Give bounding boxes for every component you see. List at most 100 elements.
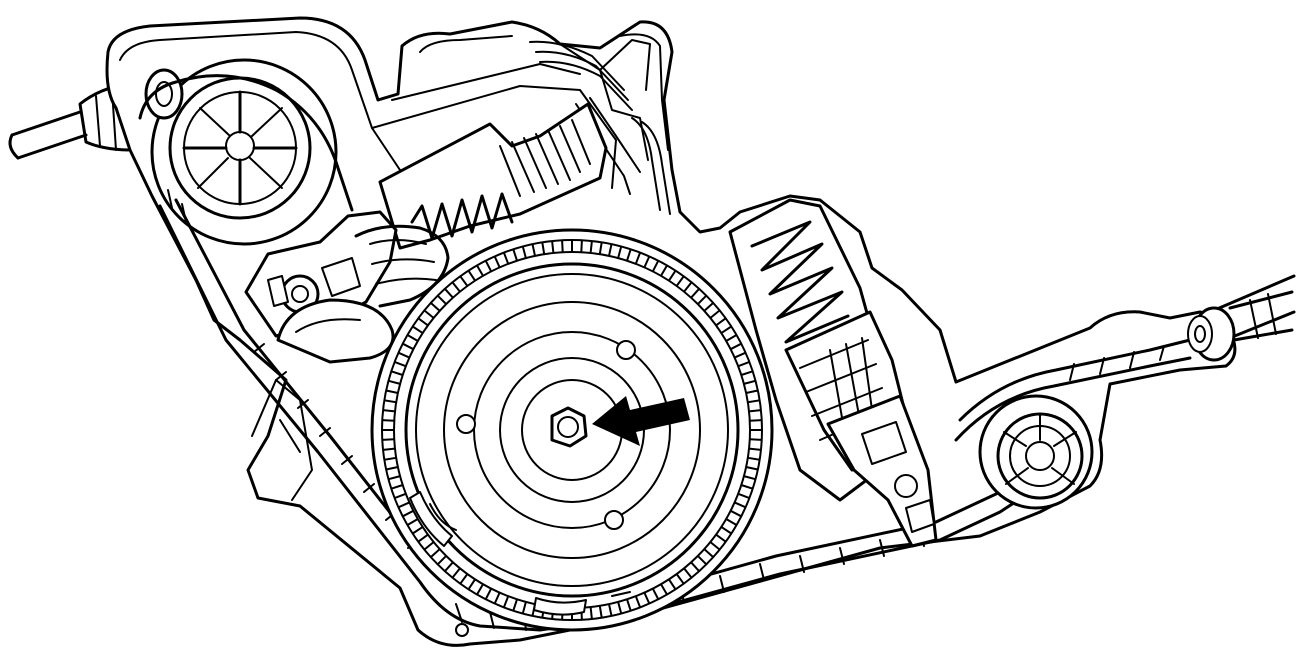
- pulley-tooth: [749, 438, 762, 441]
- mounting-hole: [455, 623, 469, 637]
- pulley-tooth: [651, 260, 660, 272]
- pulley-tooth: [406, 518, 419, 526]
- pulley-tooth: [394, 492, 407, 500]
- pulley-tooth: [502, 252, 510, 265]
- pulley-tooth: [749, 419, 762, 422]
- pulley-tooth: [417, 317, 429, 327]
- upper-tensioner: [378, 102, 608, 250]
- pulley-tooth: [643, 592, 651, 605]
- right-rod-bolt: [1187, 306, 1236, 362]
- pulley-tooth: [382, 409, 396, 413]
- pulley-tooth: [412, 325, 424, 334]
- pulley-tooth: [734, 351, 747, 359]
- pulley-tooth: [397, 501, 410, 509]
- pulley-tooth: [709, 541, 721, 551]
- pulley-tooth: [720, 325, 732, 334]
- pulley-tooth: [390, 370, 404, 376]
- pulley-tooth: [412, 526, 424, 535]
- pulley-tooth: [531, 243, 536, 257]
- upper-left-pulley: [150, 58, 338, 246]
- pulley-tooth: [660, 264, 668, 277]
- pulley-tooth: [715, 317, 727, 327]
- pulley-tooth: [745, 466, 759, 471]
- crankshaft-pulley-teeth: [382, 240, 762, 620]
- pulley-tooth: [384, 456, 397, 461]
- pulley-tooth: [617, 246, 623, 259]
- pulley-tooth: [737, 360, 750, 368]
- pulley-tooth: [467, 578, 476, 590]
- pulley-tooth: [394, 360, 407, 368]
- pulley-tooth: [740, 370, 754, 376]
- pulley-tooth: [683, 567, 693, 579]
- crankshaft-pulley: [370, 228, 774, 632]
- pulley-tooth: [384, 399, 397, 404]
- pulley-tooth: [617, 601, 623, 614]
- pulley-tooth: [737, 492, 750, 500]
- pulley-tooth: [725, 518, 738, 526]
- pulley-tooth: [397, 351, 410, 359]
- pulley-tooth: [747, 399, 760, 404]
- pulley-tooth: [385, 466, 399, 471]
- pulley-tooth: [715, 533, 727, 543]
- pulley-tooth: [668, 578, 677, 590]
- pulley-tooth: [740, 484, 754, 490]
- pulley-tooth: [730, 342, 742, 351]
- pulley-tooth: [512, 598, 518, 612]
- pulley-tooth: [476, 583, 484, 596]
- left-idler-pulley: [276, 298, 395, 364]
- pulley-tooth: [561, 240, 564, 253]
- pulley-tooth: [651, 588, 660, 600]
- pulley-tooth: [697, 555, 708, 566]
- pulley-tooth: [451, 281, 461, 293]
- pulley-tooth: [436, 294, 447, 305]
- pulley-tooth: [608, 243, 613, 257]
- pulley-tooth: [634, 595, 642, 608]
- pulley-tooth: [580, 240, 583, 253]
- pulley-tooth: [725, 334, 738, 342]
- pulley-tooth: [521, 246, 527, 259]
- pulley-tooth: [683, 281, 693, 293]
- pulley-tooth: [451, 567, 461, 579]
- pulley-tooth: [484, 588, 493, 600]
- pulley-tooth: [444, 561, 454, 572]
- pulley-tooth: [748, 409, 762, 413]
- pulley-tooth: [493, 592, 501, 605]
- pulley-tooth: [634, 252, 642, 265]
- pulley-tooth: [444, 288, 454, 299]
- pulley-tooth: [643, 255, 651, 268]
- pulley-tooth: [382, 438, 395, 441]
- pulley-tooth: [709, 309, 721, 319]
- pulley-tooth: [476, 264, 484, 277]
- pulley-tooth: [720, 526, 732, 535]
- pulley-tooth: [626, 248, 632, 262]
- pulley-tooth: [385, 389, 399, 394]
- pulley-tooth: [626, 598, 632, 612]
- pulley-tooth: [703, 302, 714, 312]
- pulley-tooth: [388, 379, 401, 385]
- pulley-tooth: [734, 501, 747, 509]
- pulley-tooth: [423, 309, 435, 319]
- pulley-tooth: [430, 548, 441, 558]
- crankshaft-pulley-bolt: [550, 406, 588, 448]
- pulley-tooth: [747, 456, 760, 461]
- pulley-tooth: [541, 242, 546, 255]
- pulley-tooth: [598, 605, 603, 618]
- pulley-tooth: [703, 548, 714, 558]
- pulley-tooth: [382, 419, 395, 422]
- pulley-tooth: [459, 275, 469, 287]
- pulley-tooth: [423, 541, 435, 551]
- pulley-tooth: [551, 240, 555, 254]
- pulley-tooth: [388, 475, 401, 481]
- pulley-tooth: [743, 379, 756, 385]
- pulley-tooth: [406, 334, 419, 342]
- pulley-tooth: [675, 275, 685, 287]
- hose-bundle: [529, 33, 671, 215]
- pulley-tooth: [589, 240, 593, 254]
- pulley-tooth: [589, 606, 593, 620]
- pulley-tooth: [690, 288, 700, 299]
- pulley-tooth: [598, 242, 603, 255]
- pulley-tooth: [697, 294, 708, 305]
- pulley-tooth: [493, 255, 501, 268]
- pulley-tooth: [459, 573, 469, 585]
- pulley-tooth: [660, 583, 668, 596]
